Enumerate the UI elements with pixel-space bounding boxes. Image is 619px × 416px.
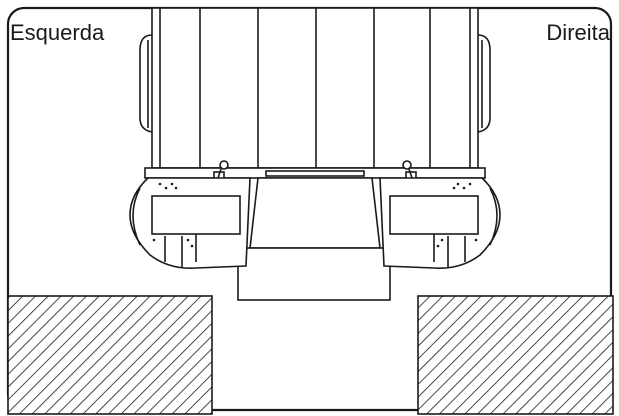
label-left: Esquerda: [10, 20, 105, 45]
left-tail-light: [129, 177, 251, 270]
left-hatched-block: [7, 295, 213, 415]
rear-bumper: [144, 167, 486, 179]
vehicle-body: [151, 7, 479, 169]
right-tail-light: [379, 177, 501, 270]
left-side-rail: [139, 34, 153, 133]
label-right: Direita: [546, 20, 610, 45]
right-hatched-block: [417, 295, 614, 415]
right-side-rail: [477, 34, 491, 133]
rear-step: [237, 177, 391, 301]
